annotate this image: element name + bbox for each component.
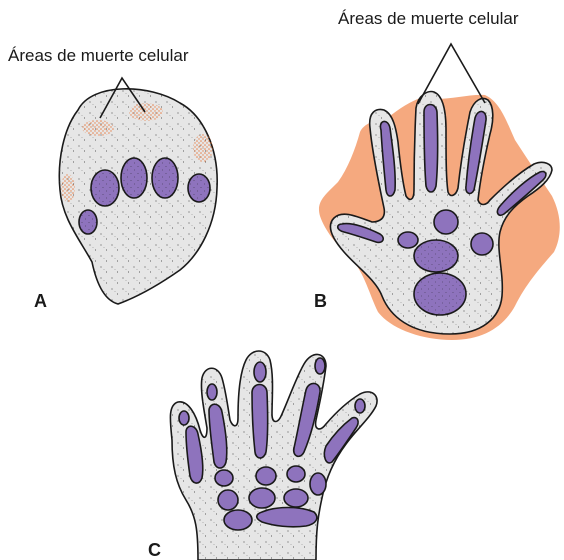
cell-death-label-b: Áreas de muerte celular (338, 9, 519, 28)
cell-death-label-a: Áreas de muerte celular (8, 46, 189, 65)
panel-label-a: A (34, 291, 47, 311)
panel-label-b: B (314, 291, 327, 311)
panel-a-limb-bud (59, 89, 217, 304)
panel-label-c: C (148, 540, 161, 560)
panel-b-limb (319, 92, 560, 340)
panel-c-hand (170, 351, 377, 560)
